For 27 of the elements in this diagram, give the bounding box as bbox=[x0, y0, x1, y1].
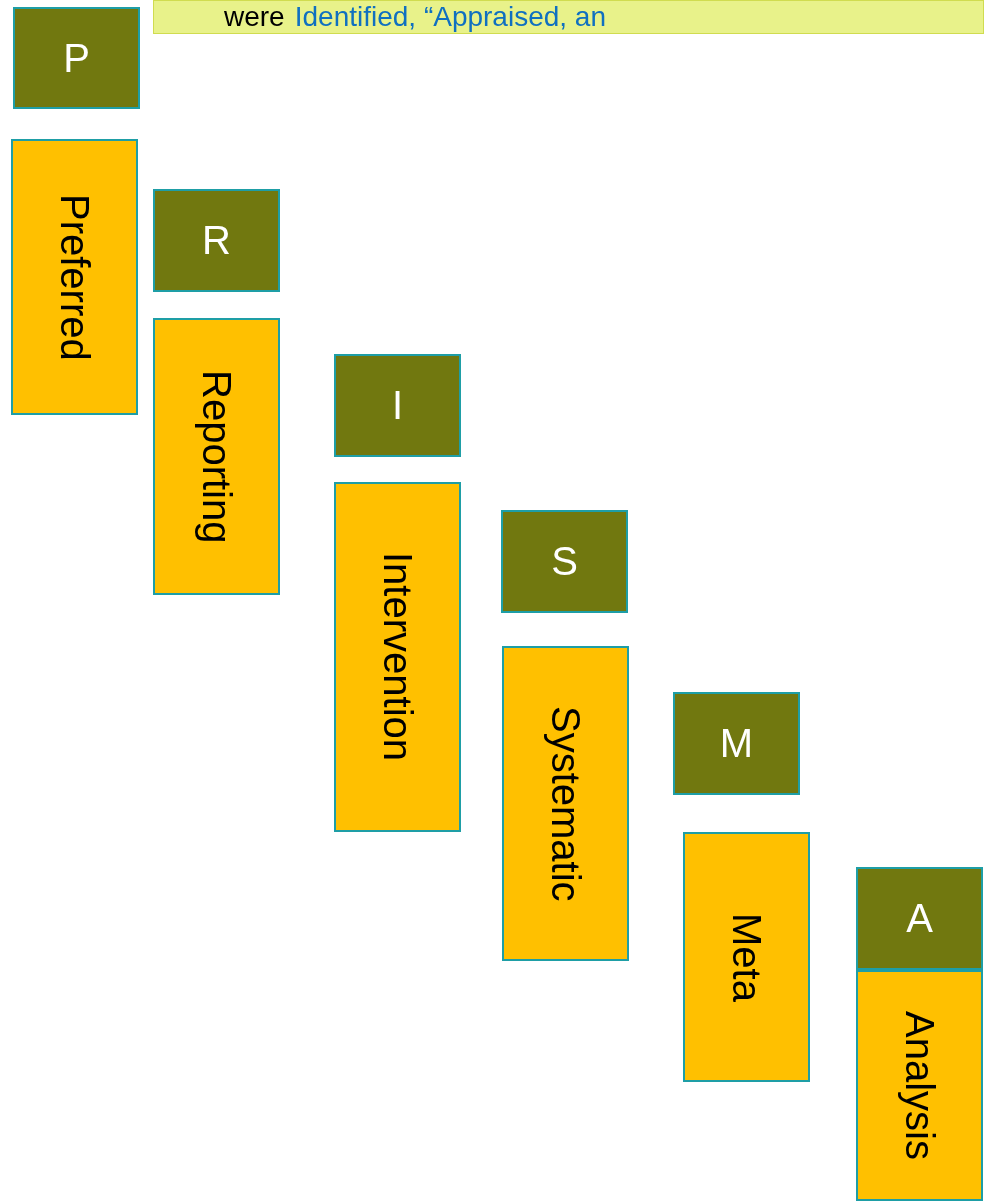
letter-label: S bbox=[551, 539, 578, 584]
word-box bbox=[502, 646, 629, 961]
letter-box bbox=[153, 189, 280, 292]
word-box bbox=[153, 318, 280, 595]
letter-label: R bbox=[202, 218, 231, 263]
letter-box bbox=[673, 692, 800, 795]
word-box bbox=[856, 970, 983, 1201]
word-label: Analysis bbox=[897, 1011, 942, 1160]
word-box bbox=[11, 139, 138, 415]
word-label: Intervention bbox=[375, 552, 420, 762]
letter-label: A bbox=[906, 896, 933, 941]
word-box bbox=[334, 482, 461, 832]
letter-label: I bbox=[391, 383, 404, 428]
letter-box bbox=[334, 354, 461, 457]
letter-box bbox=[856, 867, 983, 970]
letter-label: M bbox=[719, 721, 754, 766]
letter-label: P bbox=[63, 35, 90, 81]
word-label: Preferred bbox=[52, 193, 97, 361]
letter-box bbox=[13, 7, 140, 109]
letter-box bbox=[501, 510, 628, 613]
word-label: Systematic bbox=[543, 705, 588, 902]
word-label: Meta bbox=[724, 912, 769, 1002]
heading-banner bbox=[153, 0, 984, 34]
word-box bbox=[683, 832, 810, 1082]
word-label: Reporting bbox=[194, 369, 239, 544]
heading-text: Identified, “Appraised, an bbox=[294, 1, 606, 33]
heading-text: were bbox=[224, 1, 285, 33]
